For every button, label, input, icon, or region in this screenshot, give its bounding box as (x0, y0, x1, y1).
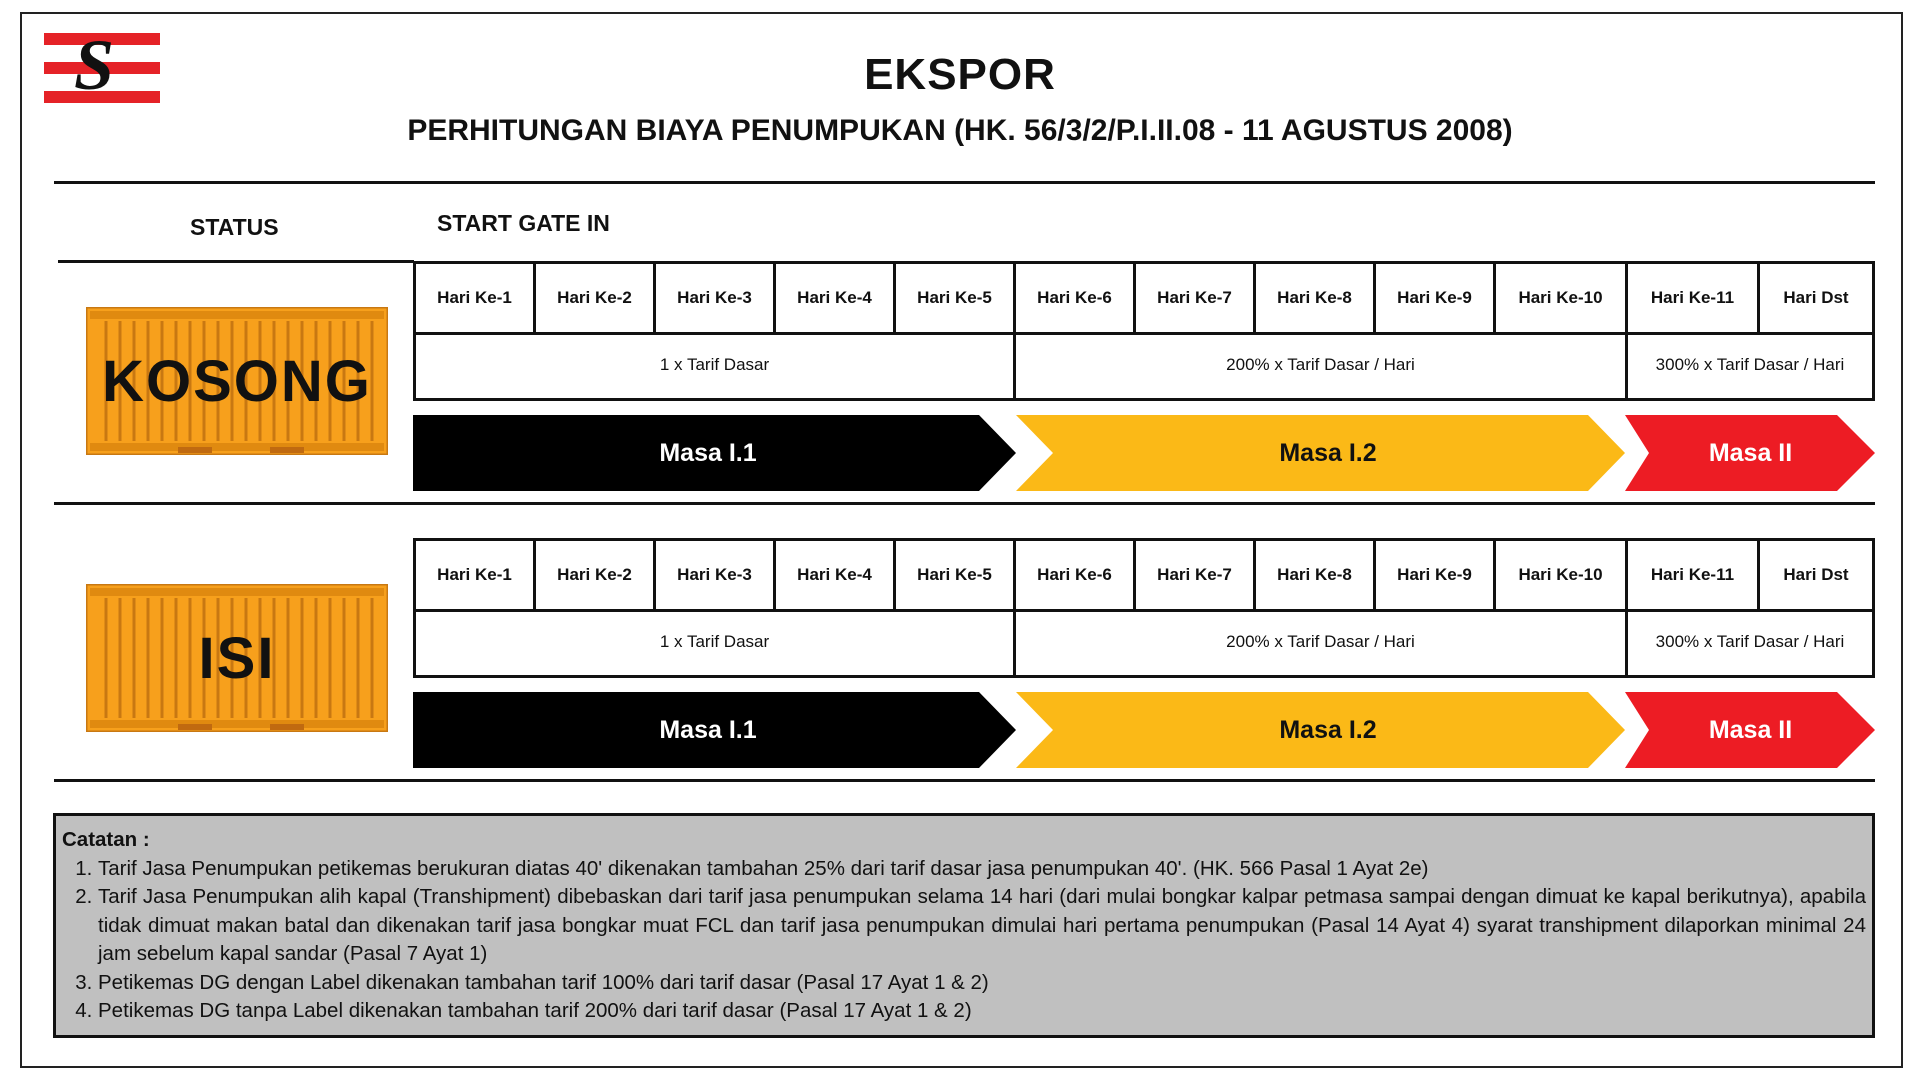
rate-cell: 1 x Tarif Dasar (416, 332, 1016, 398)
block-divider (54, 502, 1875, 505)
day-cell: Hari Ke-1 (416, 264, 536, 332)
note-item: Tarif Jasa Penumpukan alih kapal (Transh… (98, 883, 1866, 969)
rate-cell: 200% x Tarif Dasar / Hari (1016, 609, 1628, 675)
block-divider (54, 779, 1875, 782)
day-cell: Hari Ke-2 (536, 264, 656, 332)
period-arrow-masa-1-1 (413, 692, 1016, 768)
period-arrow-masa-1-2 (1016, 692, 1625, 768)
day-cell: Hari Ke-5 (896, 541, 1016, 609)
tariff-grid: Hari Ke-1 Hari Ke-2 Hari Ke-3 Hari Ke-4 … (413, 261, 1875, 401)
day-cell: Hari Dst (1783, 565, 1849, 584)
day-cell: Hari Ke-8 (1256, 264, 1376, 332)
rate-cell: 200% x Tarif Dasar / Hari (1016, 332, 1628, 398)
day-cell: Hari Ke-5 (896, 264, 1016, 332)
period-arrow-masa-2 (1625, 415, 1875, 491)
rate-row: 1 x Tarif Dasar 200% x Tarif Dasar / Har… (416, 332, 1872, 398)
tariff-grid: Hari Ke-1 Hari Ke-2 Hari Ke-3 Hari Ke-4 … (413, 538, 1875, 678)
page-title: EKSPOR (864, 50, 1056, 99)
day-cell: Hari Ke-4 (776, 264, 896, 332)
day-cell: Hari Ke-7 (1136, 264, 1256, 332)
period-arrow-masa-1-1 (413, 415, 1016, 491)
period-arrows: Masa I.1 Masa I.2 Masa II (413, 692, 1875, 768)
rate-cell: 1 x Tarif Dasar (416, 609, 1016, 675)
day-cell: Hari Ke-11 (1628, 541, 1760, 609)
container-illustration: ISI (86, 584, 388, 732)
day-row: Hari Ke-1 Hari Ke-2 Hari Ke-3 Hari Ke-4 … (416, 541, 1872, 612)
day-cell: Hari Ke-9 (1376, 541, 1496, 609)
logo-letter: S (74, 25, 115, 105)
period-arrows: Masa I.1 Masa I.2 Masa II (413, 415, 1875, 491)
period-label: Masa II (1708, 438, 1793, 467)
rate-cell: 300% x Tarif Dasar / Hari (1655, 632, 1845, 651)
day-cell: Hari Ke-3 (656, 541, 776, 609)
day-cell: Hari Ke-6 (1016, 264, 1136, 332)
notes-heading: Catatan : (62, 828, 150, 851)
day-cell: Hari Ke-4 (776, 541, 896, 609)
start-gate-in-header: START GATE IN (437, 210, 610, 236)
period-label: Masa I.1 (659, 715, 757, 744)
period-label: Masa I.2 (1279, 715, 1377, 744)
note-item: Tarif Jasa Penumpukan petikemas berukura… (98, 855, 1866, 884)
day-row: Hari Ke-1 Hari Ke-2 Hari Ke-3 Hari Ke-4 … (416, 264, 1872, 335)
day-cell: Hari Ke-8 (1256, 541, 1376, 609)
page-frame (20, 12, 1903, 1068)
container-icon (86, 584, 388, 732)
day-cell: Hari Ke-6 (1016, 541, 1136, 609)
header-divider (54, 181, 1875, 184)
day-cell: Hari Ke-10 (1496, 541, 1628, 609)
period-label: Masa II (1708, 715, 1793, 744)
day-cell: Hari Ke-3 (656, 264, 776, 332)
period-arrow-masa-1-2 (1016, 415, 1625, 491)
period-label: Masa I.1 (659, 438, 757, 467)
rate-cell: 300% x Tarif Dasar / Hari (1655, 355, 1845, 374)
period-label: Masa I.2 (1279, 438, 1377, 467)
container-icon (86, 307, 388, 455)
page-subtitle: PERHITUNGAN BIAYA PENUMPUKAN (HK. 56/3/2… (407, 114, 1513, 147)
note-item: Petikemas DG tanpa Label dikenakan tamba… (98, 997, 1866, 1026)
note-item: Petikemas DG dengan Label dikenakan tamb… (98, 969, 1866, 998)
notes-box: Catatan : Tarif Jasa Penumpukan petikema… (53, 813, 1875, 1038)
day-cell: Hari Ke-1 (416, 541, 536, 609)
day-cell: Hari Ke-10 (1496, 264, 1628, 332)
status-label: ISI (198, 625, 276, 691)
day-cell: Hari Ke-11 (1628, 264, 1760, 332)
company-logo: S (44, 25, 160, 105)
day-cell: Hari Ke-9 (1376, 264, 1496, 332)
period-arrow-masa-2 (1625, 692, 1875, 768)
container-illustration: KOSONG (86, 307, 388, 455)
notes-list: Tarif Jasa Penumpukan petikemas berukura… (62, 855, 1866, 1026)
rate-row: 1 x Tarif Dasar 200% x Tarif Dasar / Har… (416, 609, 1872, 675)
day-cell: Hari Ke-2 (536, 541, 656, 609)
status-label: KOSONG (102, 348, 372, 414)
status-column-header: STATUS (190, 214, 279, 240)
day-cell: Hari Ke-7 (1136, 541, 1256, 609)
block-top-divider (58, 260, 414, 263)
day-cell: Hari Dst (1783, 288, 1849, 307)
